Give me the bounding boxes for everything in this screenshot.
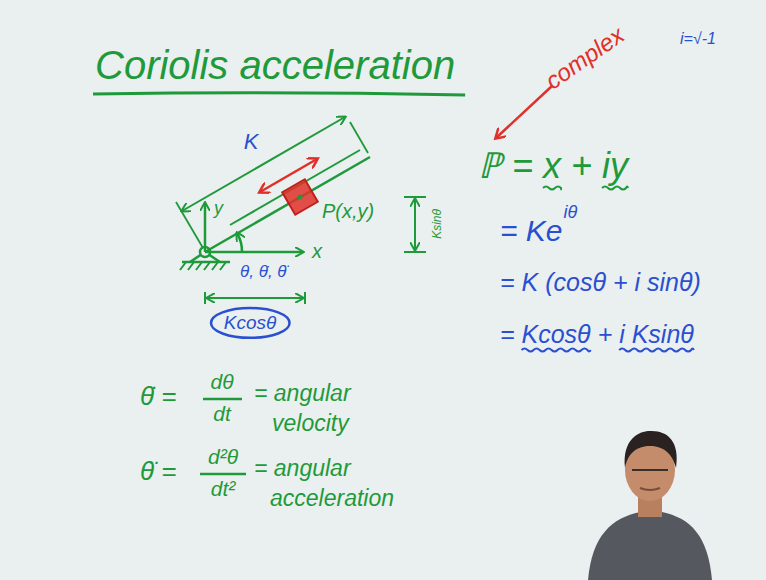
definition-note: i=√-1 [680,30,716,48]
point-label: P(x,y) [322,200,374,223]
fraction-numerator: d²θ [208,445,238,469]
ground-line [182,261,230,264]
slider-block [282,179,318,215]
wavy-underline [602,187,628,190]
dimension-tick [304,292,306,304]
angle-arc [237,233,242,252]
angle-label: θ, θ̇, θ̈ [240,262,287,282]
fraction-numerator: dθ [210,370,233,394]
fraction-denominator: dt² [211,477,236,501]
point-p [298,195,303,200]
ellipse-outline [211,308,290,338]
pointer-arrow [496,86,552,138]
equation-line: = Ke [500,214,563,249]
exponent: iθ [564,202,578,223]
equation-term: = angular [254,455,351,481]
equation-line: = Kcosθ + i Ksinθ [500,320,694,349]
fraction-bar [203,398,242,401]
wavy-underline [543,187,561,190]
equation-line: = K (cosθ + i sinθ) [500,268,701,297]
wavy-underline [619,349,694,352]
equation-line: ℙ = x + iy [478,145,628,186]
slide-title: Coriolis acceleration [95,42,455,88]
lecturer-glasses [632,469,668,471]
dimension-tick [404,196,426,198]
term-text: Kcosθ [224,312,277,334]
ground-hatch [180,262,226,270]
dimension-label: K [244,129,259,154]
extension-line [350,122,368,153]
equation-term: acceleration [270,485,394,511]
extension-line [176,202,203,248]
fraction-denominator: dt [213,402,231,426]
sliding-direction-arrow [260,159,317,192]
length-dimension [182,117,345,211]
lecturer-hair [625,431,677,468]
title-underline [93,93,465,95]
fraction-bar [200,473,246,476]
equation-term: θ̇ = [140,382,177,412]
equation-term: θ̈ = [140,457,177,487]
wavy-underline [522,349,591,352]
circled-term: Kcosθ [209,306,292,340]
equation-term: = angular [254,380,351,406]
height-dimension [414,199,416,250]
width-dimension [207,297,303,299]
dimension-label: Ksinθ [431,209,445,239]
axis-label: y [214,198,223,219]
lecturer-body [588,512,712,580]
annotation-note: complex [540,21,629,95]
dimension-tick [204,292,206,304]
dimension-tick [404,251,426,253]
axis-label: x [312,240,322,263]
lecturer-mouth [640,488,660,490]
y-axis [204,203,207,252]
x-axis [205,251,303,254]
equation-term: velocity [272,410,349,436]
